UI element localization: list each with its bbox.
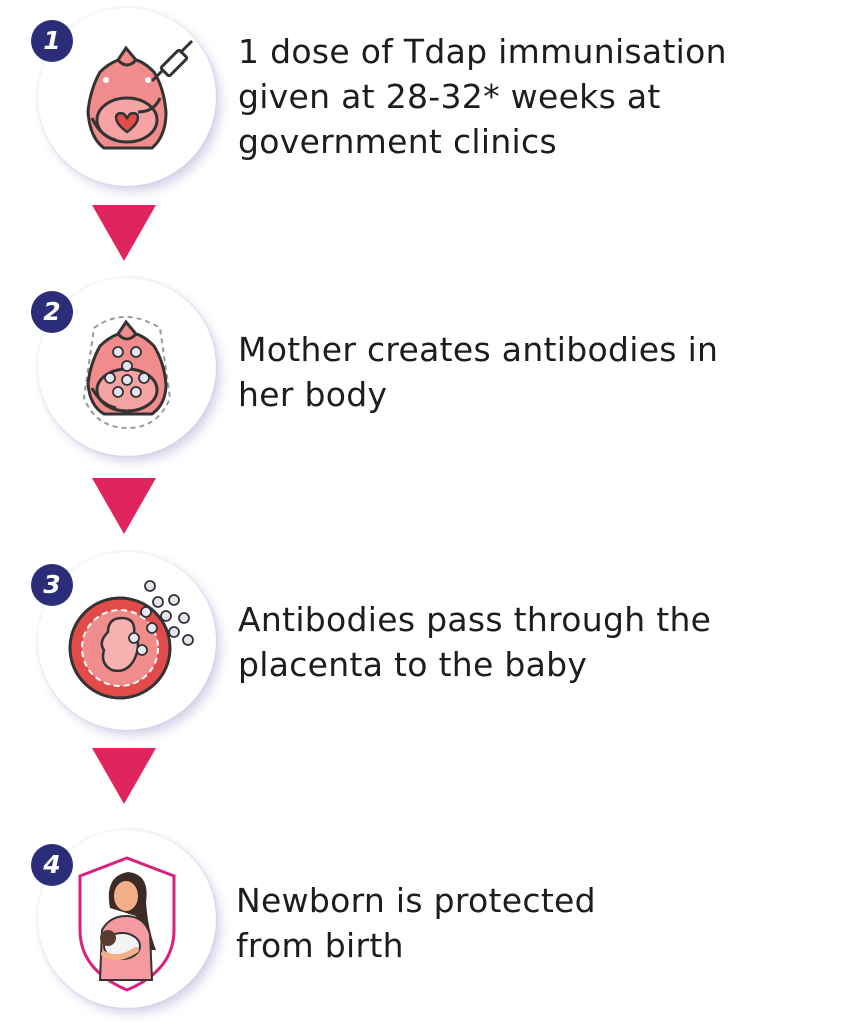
step-2-text: Mother creates antibodies in her body: [238, 330, 719, 414]
step-4-text: Newborn is protected from birth: [236, 881, 596, 965]
step-3-text: Antibodies pass through the placenta to …: [238, 600, 712, 684]
down-arrow-icon: [92, 205, 156, 261]
pregnant-woman-vaccine-icon: [86, 39, 194, 150]
down-arrow-icon: [92, 478, 156, 534]
step-3-badge: 3: [31, 564, 73, 606]
step-2-icon-circle: [38, 278, 216, 456]
step-4-badge: 4: [31, 844, 73, 886]
pregnant-woman-antibodies-icon: [82, 316, 172, 430]
step-2-badge: 2: [31, 291, 73, 333]
placenta-fetus-antibodies-icon: [68, 580, 194, 700]
step-1-badge: 1: [31, 20, 73, 62]
down-arrow-icon: [92, 748, 156, 804]
step-1-icon-circle: [38, 8, 216, 186]
mother-holding-newborn-shield-icon: [78, 856, 176, 992]
step-1-text: 1 dose of Tdap immunisation given at 28-…: [238, 32, 727, 161]
